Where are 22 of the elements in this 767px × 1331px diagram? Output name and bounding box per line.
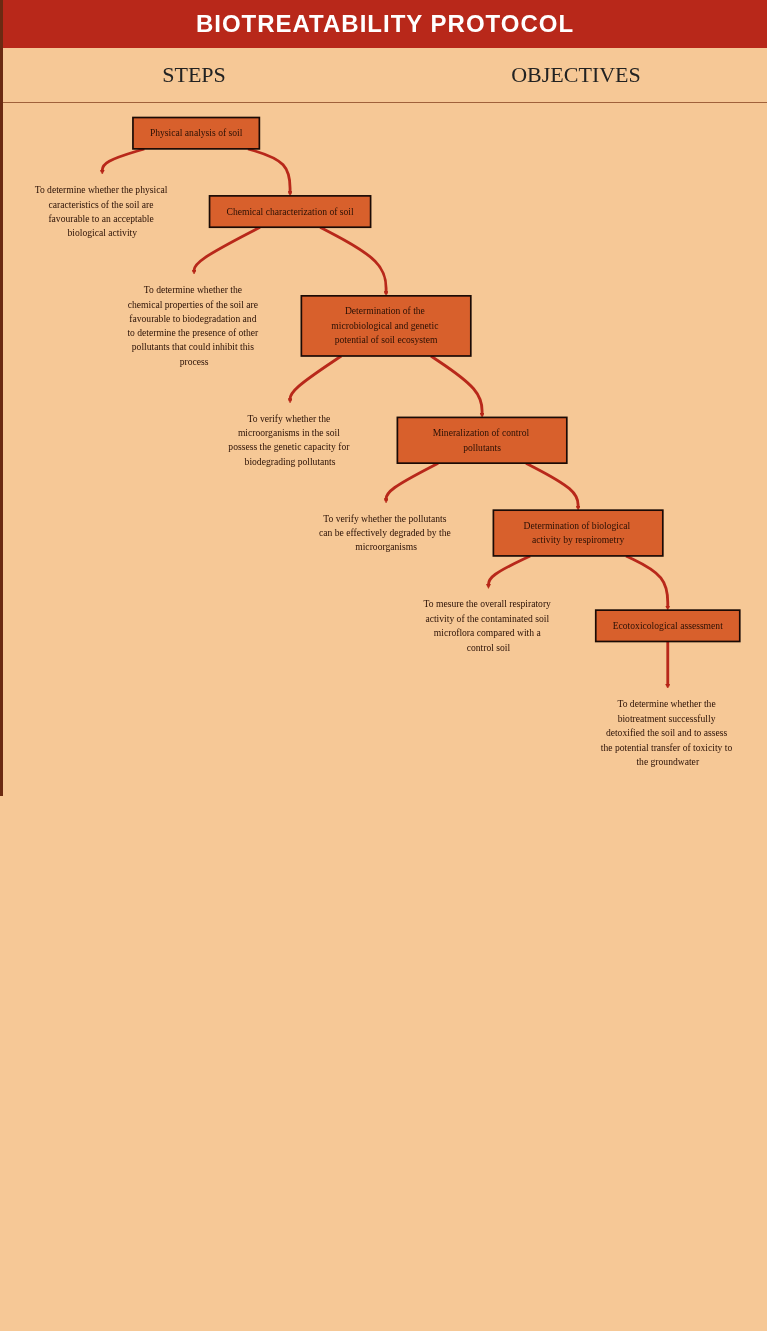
title-banner: BIOTREATABILITY PROTOCOL	[3, 0, 767, 48]
node-text: To determine whether the chemical properties of the soil are favourable to biodegradation and to determine the presence of other pollutants that could inhibit this process	[127, 284, 259, 368]
node-box: Determination of the microbiological and genetic potential of soil ecosystem	[300, 295, 472, 357]
node-text: To verify whether the microorganisms in the soil possess the genetic capacity for biodegrading pollutants	[228, 413, 350, 468]
arrow	[625, 554, 671, 611]
arrow	[287, 354, 342, 404]
node-box: Chemical characterization of soil	[208, 195, 372, 229]
node-box: Physical analysis of soil	[132, 116, 261, 150]
column-heading: OBJECTIVES	[510, 62, 642, 88]
arrow	[99, 147, 145, 175]
arrow	[247, 147, 293, 197]
arrow	[665, 641, 671, 689]
node-text: To mesure the overall respiratory activity of the contaminated soil microflora compared with a control soil	[423, 598, 551, 653]
node-text: To determine whether the biotreatment successfully detoxified the soil and to assess the potential transfer of toxicity to the groundwater	[600, 698, 733, 767]
node-box: Mineralization of control pollutants	[396, 416, 568, 464]
node-text: To determine whether the physical caracteristics of the soil are favourable to an acceptable biological activity	[34, 184, 168, 239]
column-heading: STEPS	[161, 62, 227, 88]
node-box: Determination of biological activity by respirometry	[492, 509, 664, 557]
node-box: Ecotoxicological assessment	[594, 609, 741, 643]
arrow	[485, 554, 531, 589]
node-text: To verify whether the pollutants can be effectively degraded by the microorganisms	[318, 513, 451, 553]
arrow	[430, 354, 485, 418]
